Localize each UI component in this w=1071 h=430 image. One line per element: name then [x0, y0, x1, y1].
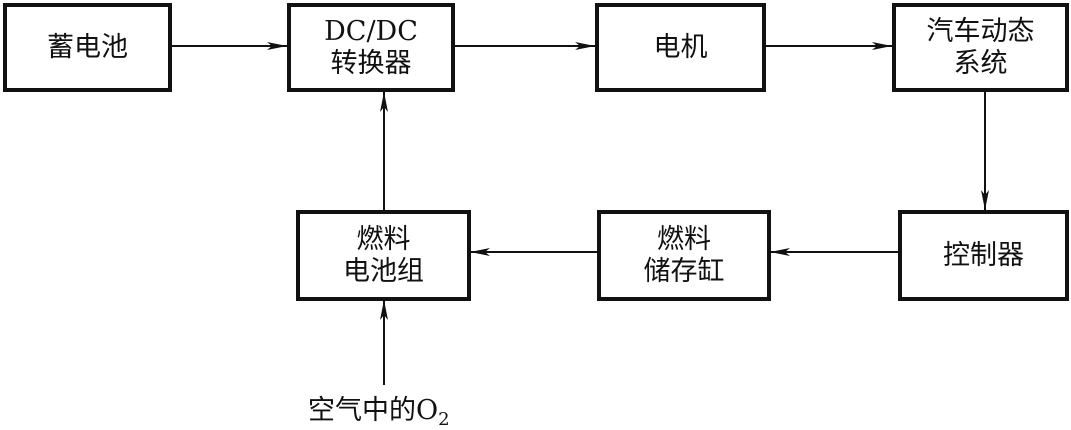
node-label: 电池组 — [343, 255, 424, 287]
node-label: 控制器 — [943, 239, 1024, 271]
node-vehicle-dynamics: 汽车动态 系统 — [892, 3, 1069, 92]
node-label: 储存缸 — [643, 255, 725, 287]
node-label: 燃料 — [356, 223, 411, 255]
node-dcdc-converter: DC/DC 转换器 — [287, 3, 455, 92]
node-label: 汽车动态 — [926, 15, 1035, 47]
node-label: DC/DC — [324, 15, 418, 47]
node-controller: 控制器 — [898, 210, 1069, 301]
node-label: 转换器 — [330, 47, 412, 79]
node-label: 蓄电池 — [47, 31, 128, 63]
label-subscript: 2 — [438, 409, 450, 430]
node-label: 电机 — [653, 31, 708, 63]
node-motor: 电机 — [595, 3, 766, 92]
node-fuel-tank: 燃料 储存缸 — [597, 210, 771, 301]
air-oxygen-input-label: 空气中的O2 — [308, 388, 450, 430]
node-battery: 蓄电池 — [3, 3, 172, 92]
label-text: 空气中的O — [308, 395, 439, 426]
node-label: 系统 — [953, 47, 1008, 79]
node-label: 燃料 — [657, 223, 711, 255]
node-fuel-cell-stack: 燃料 电池组 — [296, 210, 471, 301]
